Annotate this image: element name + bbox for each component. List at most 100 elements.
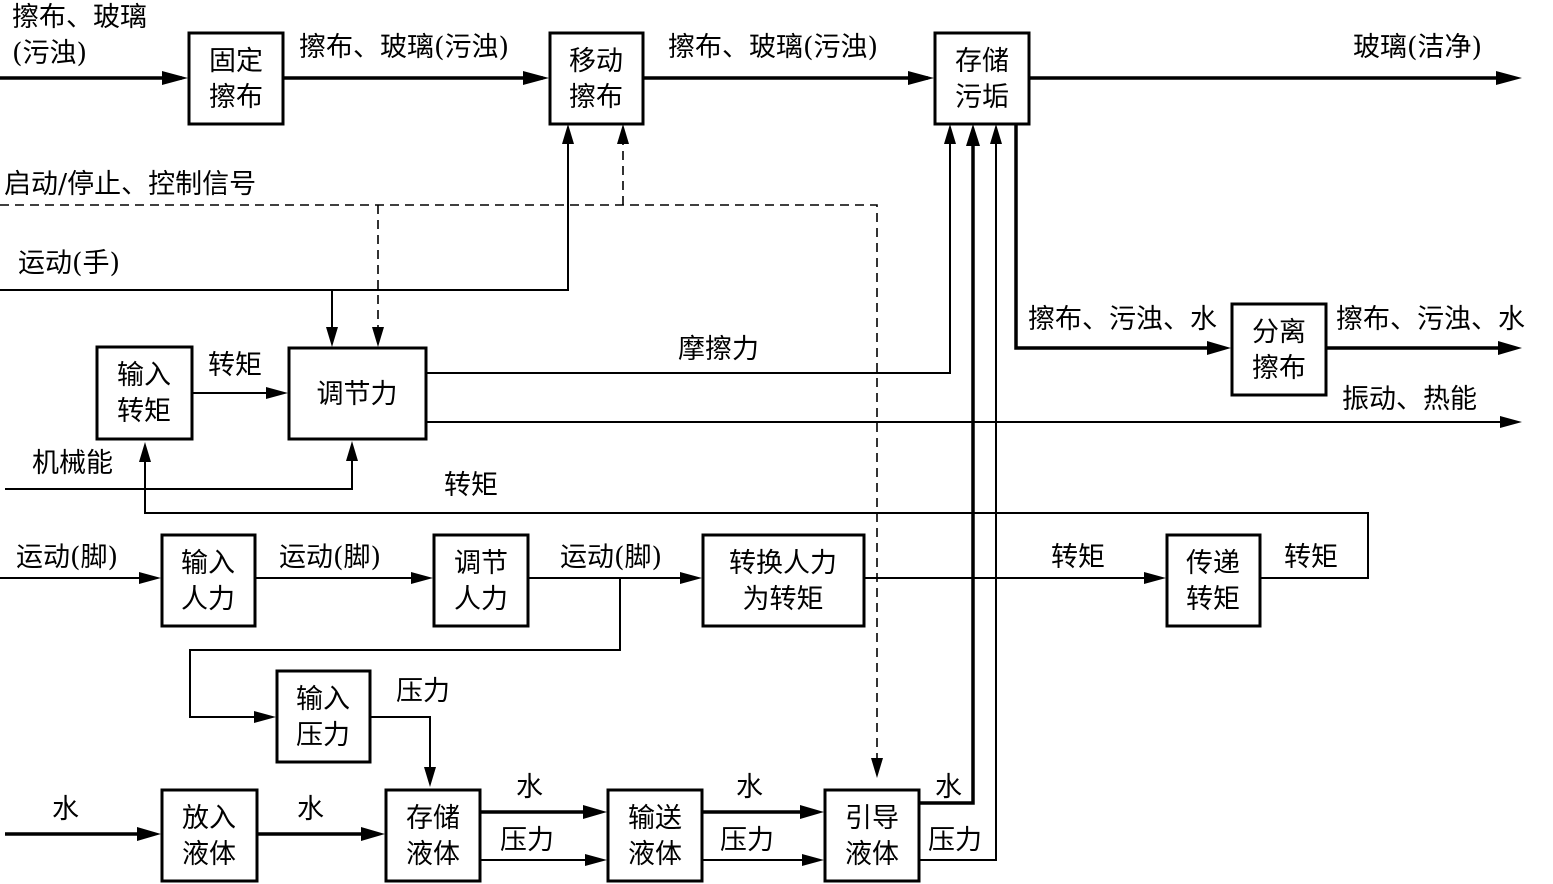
label-cloth-dirt-water-out: 擦布、污浊、水 <box>1336 304 1525 335</box>
block-label: 液体 <box>628 839 682 870</box>
arrowhead-fix-in <box>162 71 188 85</box>
block-label: 擦布 <box>209 82 263 113</box>
label-pressure-4: 压力 <box>928 825 982 856</box>
block-separate-cloth: 分离 擦布 <box>1230 302 1328 397</box>
arrowhead-water-store <box>361 827 385 841</box>
arrowhead-pressure-store-dirt <box>990 124 1002 144</box>
arrowhead-torque-transmit <box>1144 572 1166 584</box>
label-friction: 摩擦力 <box>678 334 759 365</box>
block-label: 污垢 <box>955 82 1009 113</box>
motion-hand-line <box>0 133 569 291</box>
block-label: 转矩 <box>1186 584 1240 615</box>
label-torque-return: 转矩 <box>444 470 498 501</box>
block-label: 转换人力 <box>729 548 837 579</box>
block-label: 液体 <box>845 839 899 870</box>
label-mech-energy: 机械能 <box>32 448 113 479</box>
function-blocks: 固定 擦布 移动 擦布 存储 污垢 分离 擦布 输入 转矩 调节力 <box>95 31 1328 883</box>
label-motion-foot-1: 运动(脚) <box>16 542 118 573</box>
block-move-cloth: 移动 擦布 <box>548 31 645 126</box>
block-label: 输入 <box>181 548 235 579</box>
label-water-2: 水 <box>297 794 324 825</box>
block-label: 人力 <box>181 584 235 615</box>
flow-lines <box>0 76 1513 861</box>
block-label: 存储 <box>955 46 1009 77</box>
block-label: 分离 <box>1252 317 1306 348</box>
block-label: 存储 <box>406 803 460 834</box>
label-cloth-glass-dirty-2: 擦布、玻璃(污浊) <box>668 32 878 63</box>
friction-line <box>426 133 951 374</box>
arrowhead-pressure-guide <box>802 854 824 866</box>
arrowhead-separate-in <box>1207 341 1231 355</box>
arrowhead-water-guide <box>800 805 824 819</box>
arrowhead-separate-out <box>1498 341 1522 355</box>
label-torque-3: 转矩 <box>1284 542 1338 573</box>
arrowhead-pressure-input <box>254 711 276 723</box>
arrowhead-foot-2 <box>411 572 433 584</box>
arrowhead-move-in <box>523 71 549 85</box>
arrowhead-torque-return <box>139 442 151 462</box>
block-label: 调节力 <box>317 379 398 410</box>
torque-return-line <box>144 452 1369 579</box>
arrowhead-water-convey <box>583 805 607 819</box>
label-glass-clean: 玻璃(洁净) <box>1353 32 1482 63</box>
block-guide-liquid: 引导 液体 <box>823 788 921 883</box>
block-fix-cloth: 固定 擦布 <box>187 31 285 126</box>
arrowhead-store-in <box>908 71 934 85</box>
block-label: 人力 <box>454 584 508 615</box>
block-input-human: 输入 人力 <box>160 533 257 628</box>
block-input-pressure: 输入 压力 <box>275 669 372 764</box>
arrowhead-pressure-store <box>424 767 436 787</box>
label-torque-2: 转矩 <box>1051 542 1105 573</box>
block-label: 调节 <box>454 548 508 579</box>
block-store-dirt: 存储 污垢 <box>933 31 1031 126</box>
block-label: 固定 <box>209 46 263 77</box>
label-vibration-heat: 振动、热能 <box>1342 384 1477 415</box>
block-label: 输送 <box>628 803 682 834</box>
block-adjust-force: 调节力 <box>287 346 428 441</box>
label-pressure-1: 压力 <box>396 676 450 707</box>
block-label: 输入 <box>117 360 171 391</box>
block-convert-torque: 转换人力 为转矩 <box>701 533 866 628</box>
block-label: 擦布 <box>569 82 623 113</box>
pressure-line-1 <box>370 716 431 778</box>
water-line-up <box>919 133 975 805</box>
arrowhead-water-in <box>137 827 161 841</box>
arrowhead-control-move <box>617 124 629 144</box>
cloth-dirt-water-line <box>1014 124 1224 350</box>
label-water-5: 水 <box>935 772 962 803</box>
block-transmit-torque: 传递 转矩 <box>1165 533 1262 628</box>
label-pressure-3: 压力 <box>720 825 774 856</box>
block-label: 引导 <box>845 803 899 834</box>
block-label: 放入 <box>182 803 236 834</box>
block-label: 转矩 <box>117 396 171 427</box>
arrowhead-vibration-out <box>1500 416 1522 428</box>
arrowhead-mech-energy <box>346 441 358 461</box>
block-label: 传递 <box>1186 548 1240 579</box>
arrowhead-control-guide <box>871 758 883 778</box>
block-label: 移动 <box>569 46 623 77</box>
label-input-dirty: (污浊) <box>12 38 87 69</box>
pressure-line-up <box>919 133 997 861</box>
label-pressure-2: 压力 <box>500 825 554 856</box>
mech-energy-line <box>5 449 353 490</box>
block-input-torque: 输入 转矩 <box>95 345 194 441</box>
arrowhead-foot-1 <box>139 572 161 584</box>
arrowhead-pressure-convey <box>585 854 607 866</box>
label-motion-foot-2: 运动(脚) <box>279 542 381 573</box>
block-label: 液体 <box>406 839 460 870</box>
label-water-in: 水 <box>52 794 79 825</box>
label-motion-hand: 运动(手) <box>18 248 120 279</box>
label-input-cloth-glass: 擦布、玻璃 <box>12 2 147 33</box>
block-put-liquid: 放入 液体 <box>160 788 259 883</box>
label-water-3: 水 <box>516 772 543 803</box>
block-label: 液体 <box>182 839 236 870</box>
motion-to-pressure-line <box>189 578 621 718</box>
arrowhead-glass-out <box>1496 71 1522 85</box>
label-motion-foot-3: 运动(脚) <box>560 542 662 573</box>
label-water-4: 水 <box>736 772 763 803</box>
block-label: 擦布 <box>1252 353 1306 384</box>
arrowhead-friction-store <box>944 124 956 144</box>
label-cloth-glass-dirty-1: 擦布、玻璃(污浊) <box>299 32 509 63</box>
